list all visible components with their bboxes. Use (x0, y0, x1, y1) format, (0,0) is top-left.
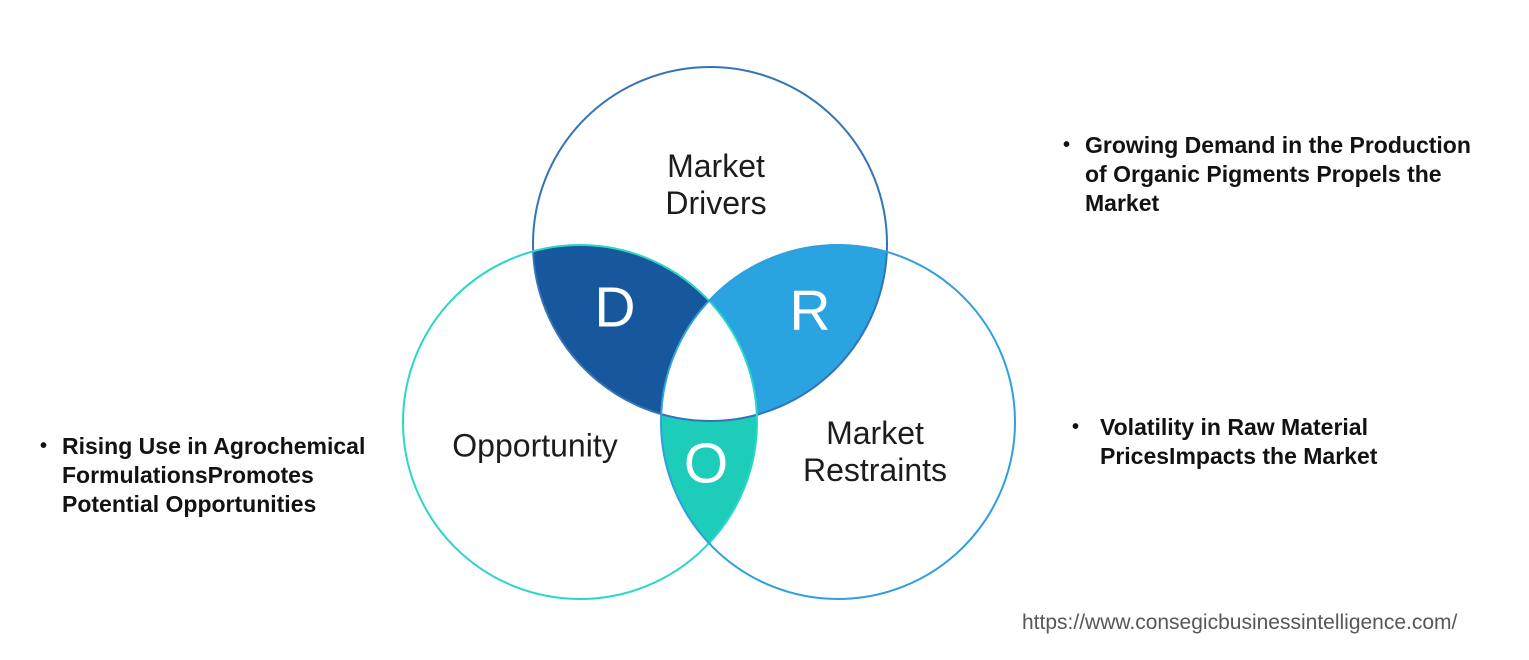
market-restraints-label-line2: Restraints (802, 452, 948, 488)
bullet-line: Market (1085, 190, 1160, 216)
intersection-letter-d: D (594, 275, 636, 340)
region-d-fill (533, 245, 757, 421)
market-drivers-label: Market Drivers (665, 148, 766, 222)
bullet-opportunity-note: • Rising Use in Agrochemical Formulation… (40, 432, 365, 519)
bullet-line: Growing Demand in the Production (1085, 132, 1471, 158)
source-url: https://www.consegicbusinessintelligence… (1022, 611, 1458, 634)
market-drivers-label-line1: Market (667, 148, 765, 184)
market-restraints-label-line1: Market (826, 415, 924, 451)
bullet-line: of Organic Pigments Propels the (1085, 161, 1442, 187)
bullet-line: Volatility in Raw Material (1100, 414, 1368, 440)
intersection-letter-o: O (683, 431, 729, 496)
circle-opportunity (402, 244, 758, 600)
market-restraints-label: Market Restraints (803, 415, 947, 489)
circle-market-restraints (660, 244, 1016, 600)
bullet-line: FormulationsPromotes (62, 462, 314, 488)
circle-market-drivers (532, 66, 888, 422)
bullet-marker: • (1063, 134, 1071, 156)
bullet-line: Rising Use in Agrochemical (62, 433, 366, 459)
bullet-marker: • (1072, 416, 1080, 438)
region-r-fill (661, 245, 887, 421)
bullet-line: PricesImpacts the Market (1100, 443, 1378, 469)
bullet-marker: • (40, 435, 48, 457)
bullet-restraints-text: Volatility in Raw Material PricesImpacts… (1100, 413, 1377, 471)
bullet-line: Potential Opportunities (62, 491, 317, 517)
market-drivers-label-line2: Drivers (665, 185, 767, 221)
bullet-drivers-note: • Growing Demand in the Production of Or… (1063, 131, 1471, 218)
bullet-restraints-note: • Volatility in Raw Material PricesImpac… (1072, 413, 1377, 471)
bullet-opportunity-text: Rising Use in Agrochemical FormulationsP… (62, 432, 365, 519)
bullet-drivers-text: Growing Demand in the Production of Orga… (1085, 131, 1471, 218)
intersection-letter-r: R (789, 278, 831, 343)
opportunity-label: Opportunity (452, 427, 618, 464)
